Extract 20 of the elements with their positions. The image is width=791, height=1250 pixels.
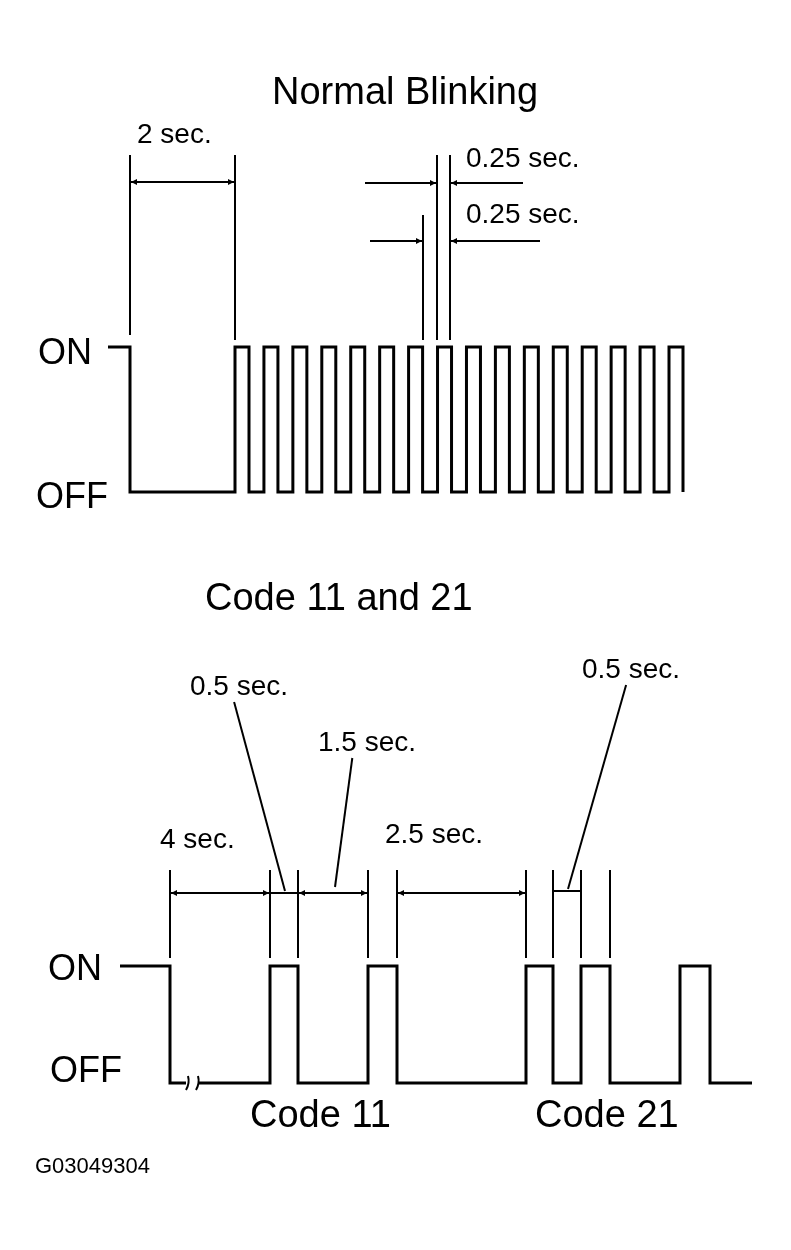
dimension-label: 2 sec.	[137, 120, 212, 148]
code-label: Code 11	[250, 1095, 391, 1133]
dimension-label: 4 sec.	[160, 825, 235, 853]
dimension-label: 0.25 sec.	[466, 144, 580, 172]
state-label: ON	[38, 334, 92, 370]
leader-line	[334, 757, 354, 888]
dimension-label: 1.5 sec.	[318, 728, 417, 756]
dimension-label: 0.25 sec.	[466, 200, 580, 228]
state-label: ON	[48, 950, 102, 986]
state-label: OFF	[50, 1052, 122, 1088]
dimension-label: 0.5 sec.	[190, 672, 289, 700]
dimension-label: 0.5 sec.	[582, 655, 681, 683]
figure-id: G03049304	[35, 1155, 150, 1177]
state-label: OFF	[36, 478, 108, 514]
chart-title: Normal Blinking	[272, 72, 539, 110]
code-label: Code 21	[535, 1095, 679, 1133]
leader-line	[567, 684, 628, 890]
leader-line	[233, 701, 286, 892]
chart-title: Code 11 and 21	[205, 578, 473, 616]
dimension-label: 2.5 sec.	[385, 820, 484, 848]
